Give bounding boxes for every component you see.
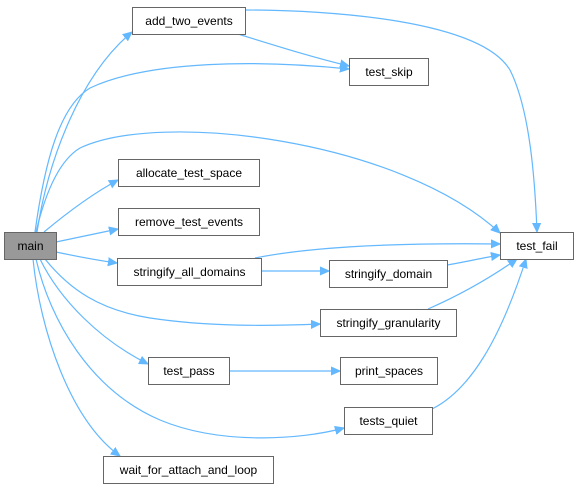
edge-main-to-stringify_granularity [44,258,320,325]
node-box [320,309,457,337]
node-label: stringify_all_domains [133,265,245,279]
node-wait-for-attach-and-loop[interactable]: wait_for_attach_and_loop [103,456,274,484]
node-box [148,357,230,385]
edge-add_two_events-to-test_skip [237,33,349,66]
edge-main-to-test_pass [39,258,148,364]
node-label: tests_quiet [359,414,418,428]
node-box [118,208,260,236]
node-tests-quiet[interactable]: tests_quiet [344,407,433,435]
node-box [340,357,438,385]
node-box [344,407,433,435]
edge-main-to-remove_test_events [55,229,118,243]
node-box [4,232,57,260]
node-label: stringify_domain [345,267,432,281]
edge-stringify_granularity-to-test_fail [427,259,517,310]
node-add-two-events[interactable]: add_two_events [132,7,246,35]
node-box [103,456,274,484]
node-print-spaces[interactable]: print_spaces [340,357,438,385]
node-test-pass[interactable]: test_pass [148,357,230,385]
edge-main-to-add_two_events [36,32,132,233]
node-label: stringify_granularity [336,316,440,330]
edge-main-to-allocate_test_space [43,180,118,233]
node-label: test_fail [516,239,557,253]
node-remove-test-events[interactable]: remove_test_events [118,208,260,236]
node-stringify-all-domains[interactable]: stringify_all_domains [117,258,262,286]
node-label: print_spaces [355,364,423,378]
edge-main-to-test_fail [35,131,500,233]
node-box [349,58,429,86]
node-label: allocate_test_space [136,166,242,180]
edge-main-to-test_skip [34,63,349,233]
edge-main-to-stringify_all_domains [55,251,117,263]
edge-stringify_all_domains-to-test_fail [254,244,500,259]
edge-main-to-wait_for_attach_and_loop [32,258,120,456]
edge-main-to-tests_quiet [35,258,344,439]
node-label: test_skip [365,65,413,79]
edge-layer [32,9,537,456]
node-stringify-granularity[interactable]: stringify_granularity [320,309,457,337]
edge-stringify_domain-to-test_fail [446,255,500,266]
node-label: remove_test_events [135,215,243,229]
node-box [118,159,260,187]
node-box [117,258,262,286]
node-label: main [17,239,43,253]
node-label: wait_for_attach_and_loop [119,463,258,477]
edge-tests_quiet-to-test_fail [431,259,526,410]
node-label: add_two_events [145,14,232,28]
edge-add_two_events-to-test_fail [244,9,537,232]
node-box [500,232,574,260]
node-allocate-test-space[interactable]: allocate_test_space [118,159,260,187]
node-stringify-domain[interactable]: stringify_domain [329,260,448,288]
node-box [329,260,448,288]
node-main[interactable]: main [4,232,57,260]
node-box [132,7,246,35]
node-test-fail[interactable]: test_fail [500,232,574,260]
node-label: test_pass [163,364,214,378]
node-layer: main add_two_events test_skip allocate_test… [4,7,574,484]
node-test-skip[interactable]: test_skip [349,58,429,86]
